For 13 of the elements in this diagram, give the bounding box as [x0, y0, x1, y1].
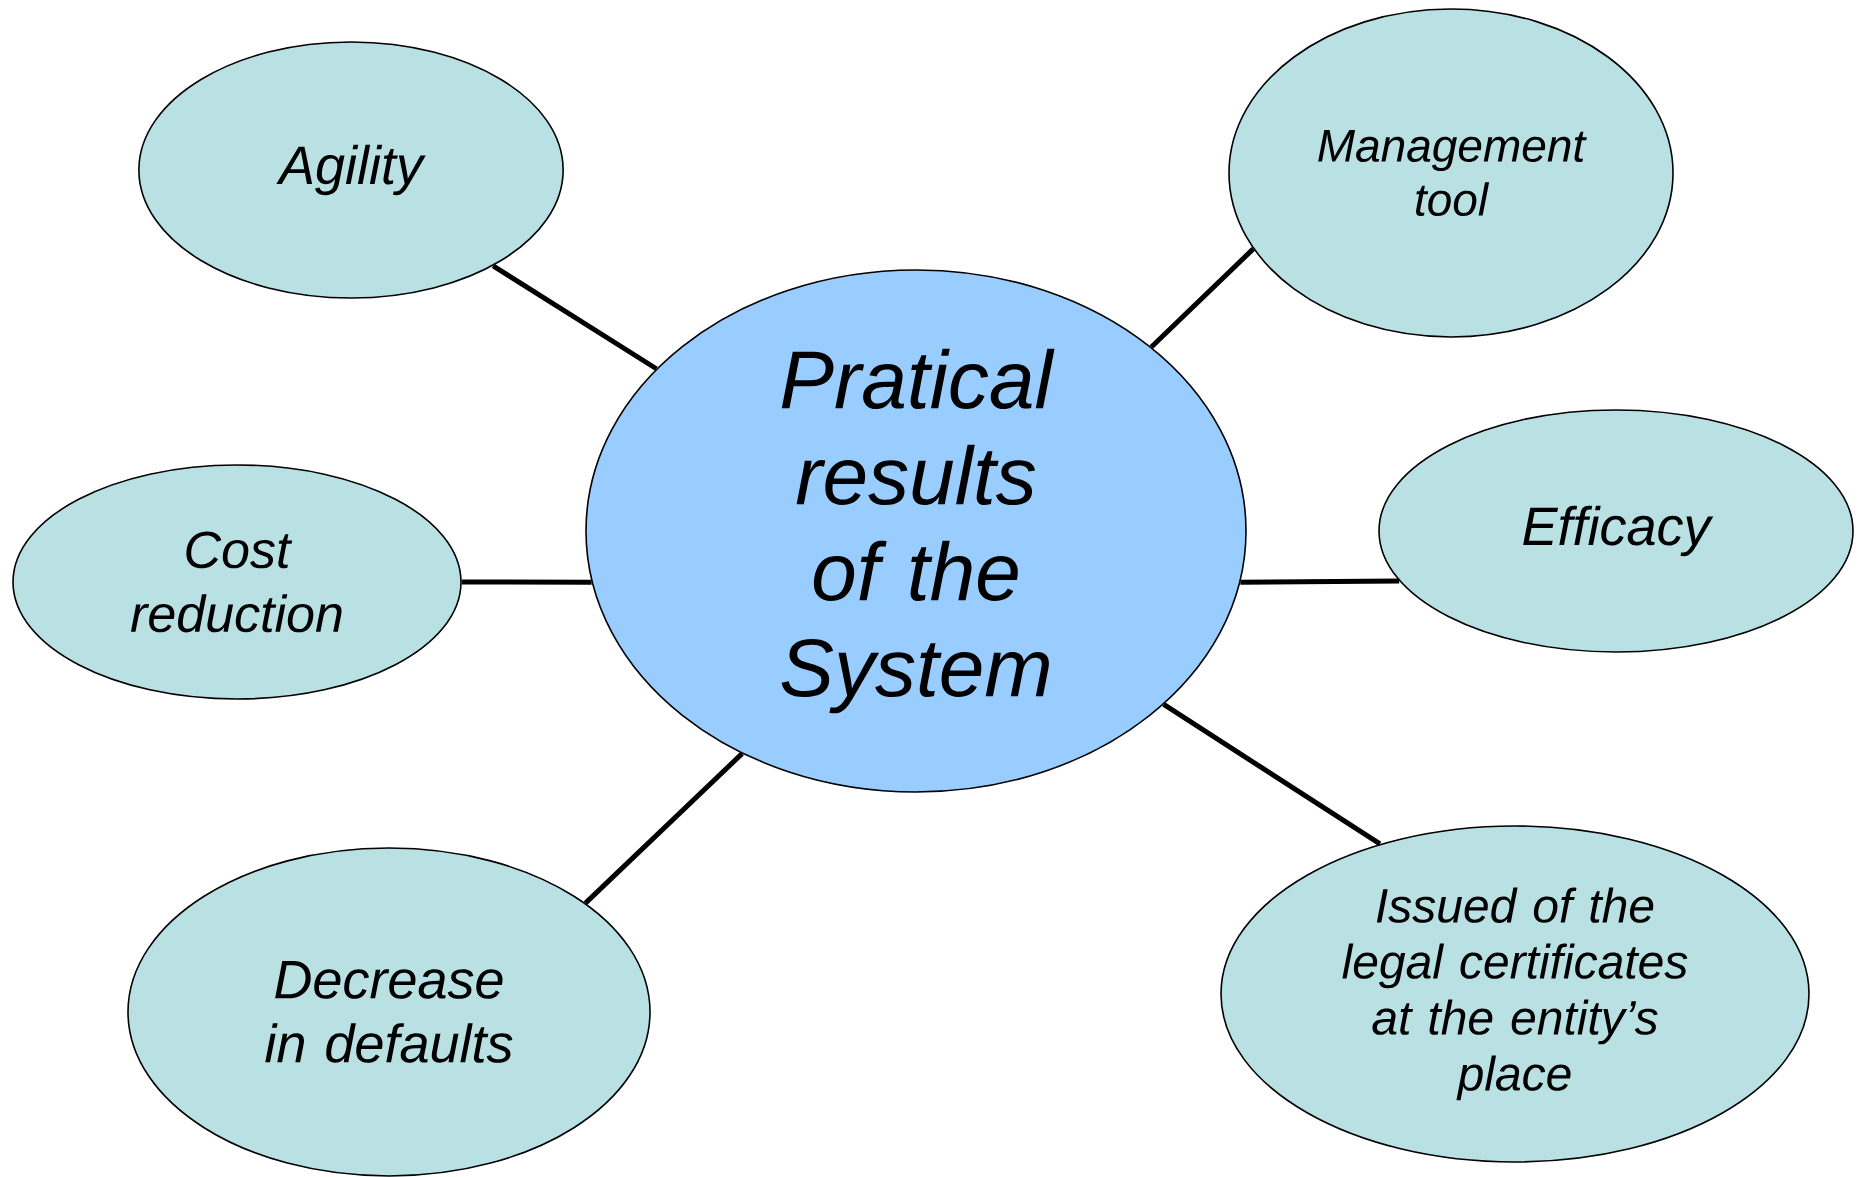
- ellipse-node: Management tool: [1228, 8, 1674, 338]
- connector-line: [461, 579, 592, 585]
- connector-line: [1162, 702, 1382, 847]
- connector-line: [583, 751, 744, 905]
- ellipse-node: Efficacy: [1378, 409, 1854, 653]
- connector-line: [1240, 578, 1400, 585]
- connector-line: [491, 263, 658, 371]
- ellipse-node: Cost reduction: [12, 464, 462, 700]
- ellipse-node: Issued of the legal certificates at the entity’s place: [1220, 825, 1810, 1163]
- connector-line: [1149, 247, 1255, 349]
- ellipse-node: Agility: [138, 41, 564, 299]
- ellipse-node: Decrease in defaults: [127, 847, 651, 1177]
- ellipse-node: Pratical results of the System: [585, 269, 1247, 793]
